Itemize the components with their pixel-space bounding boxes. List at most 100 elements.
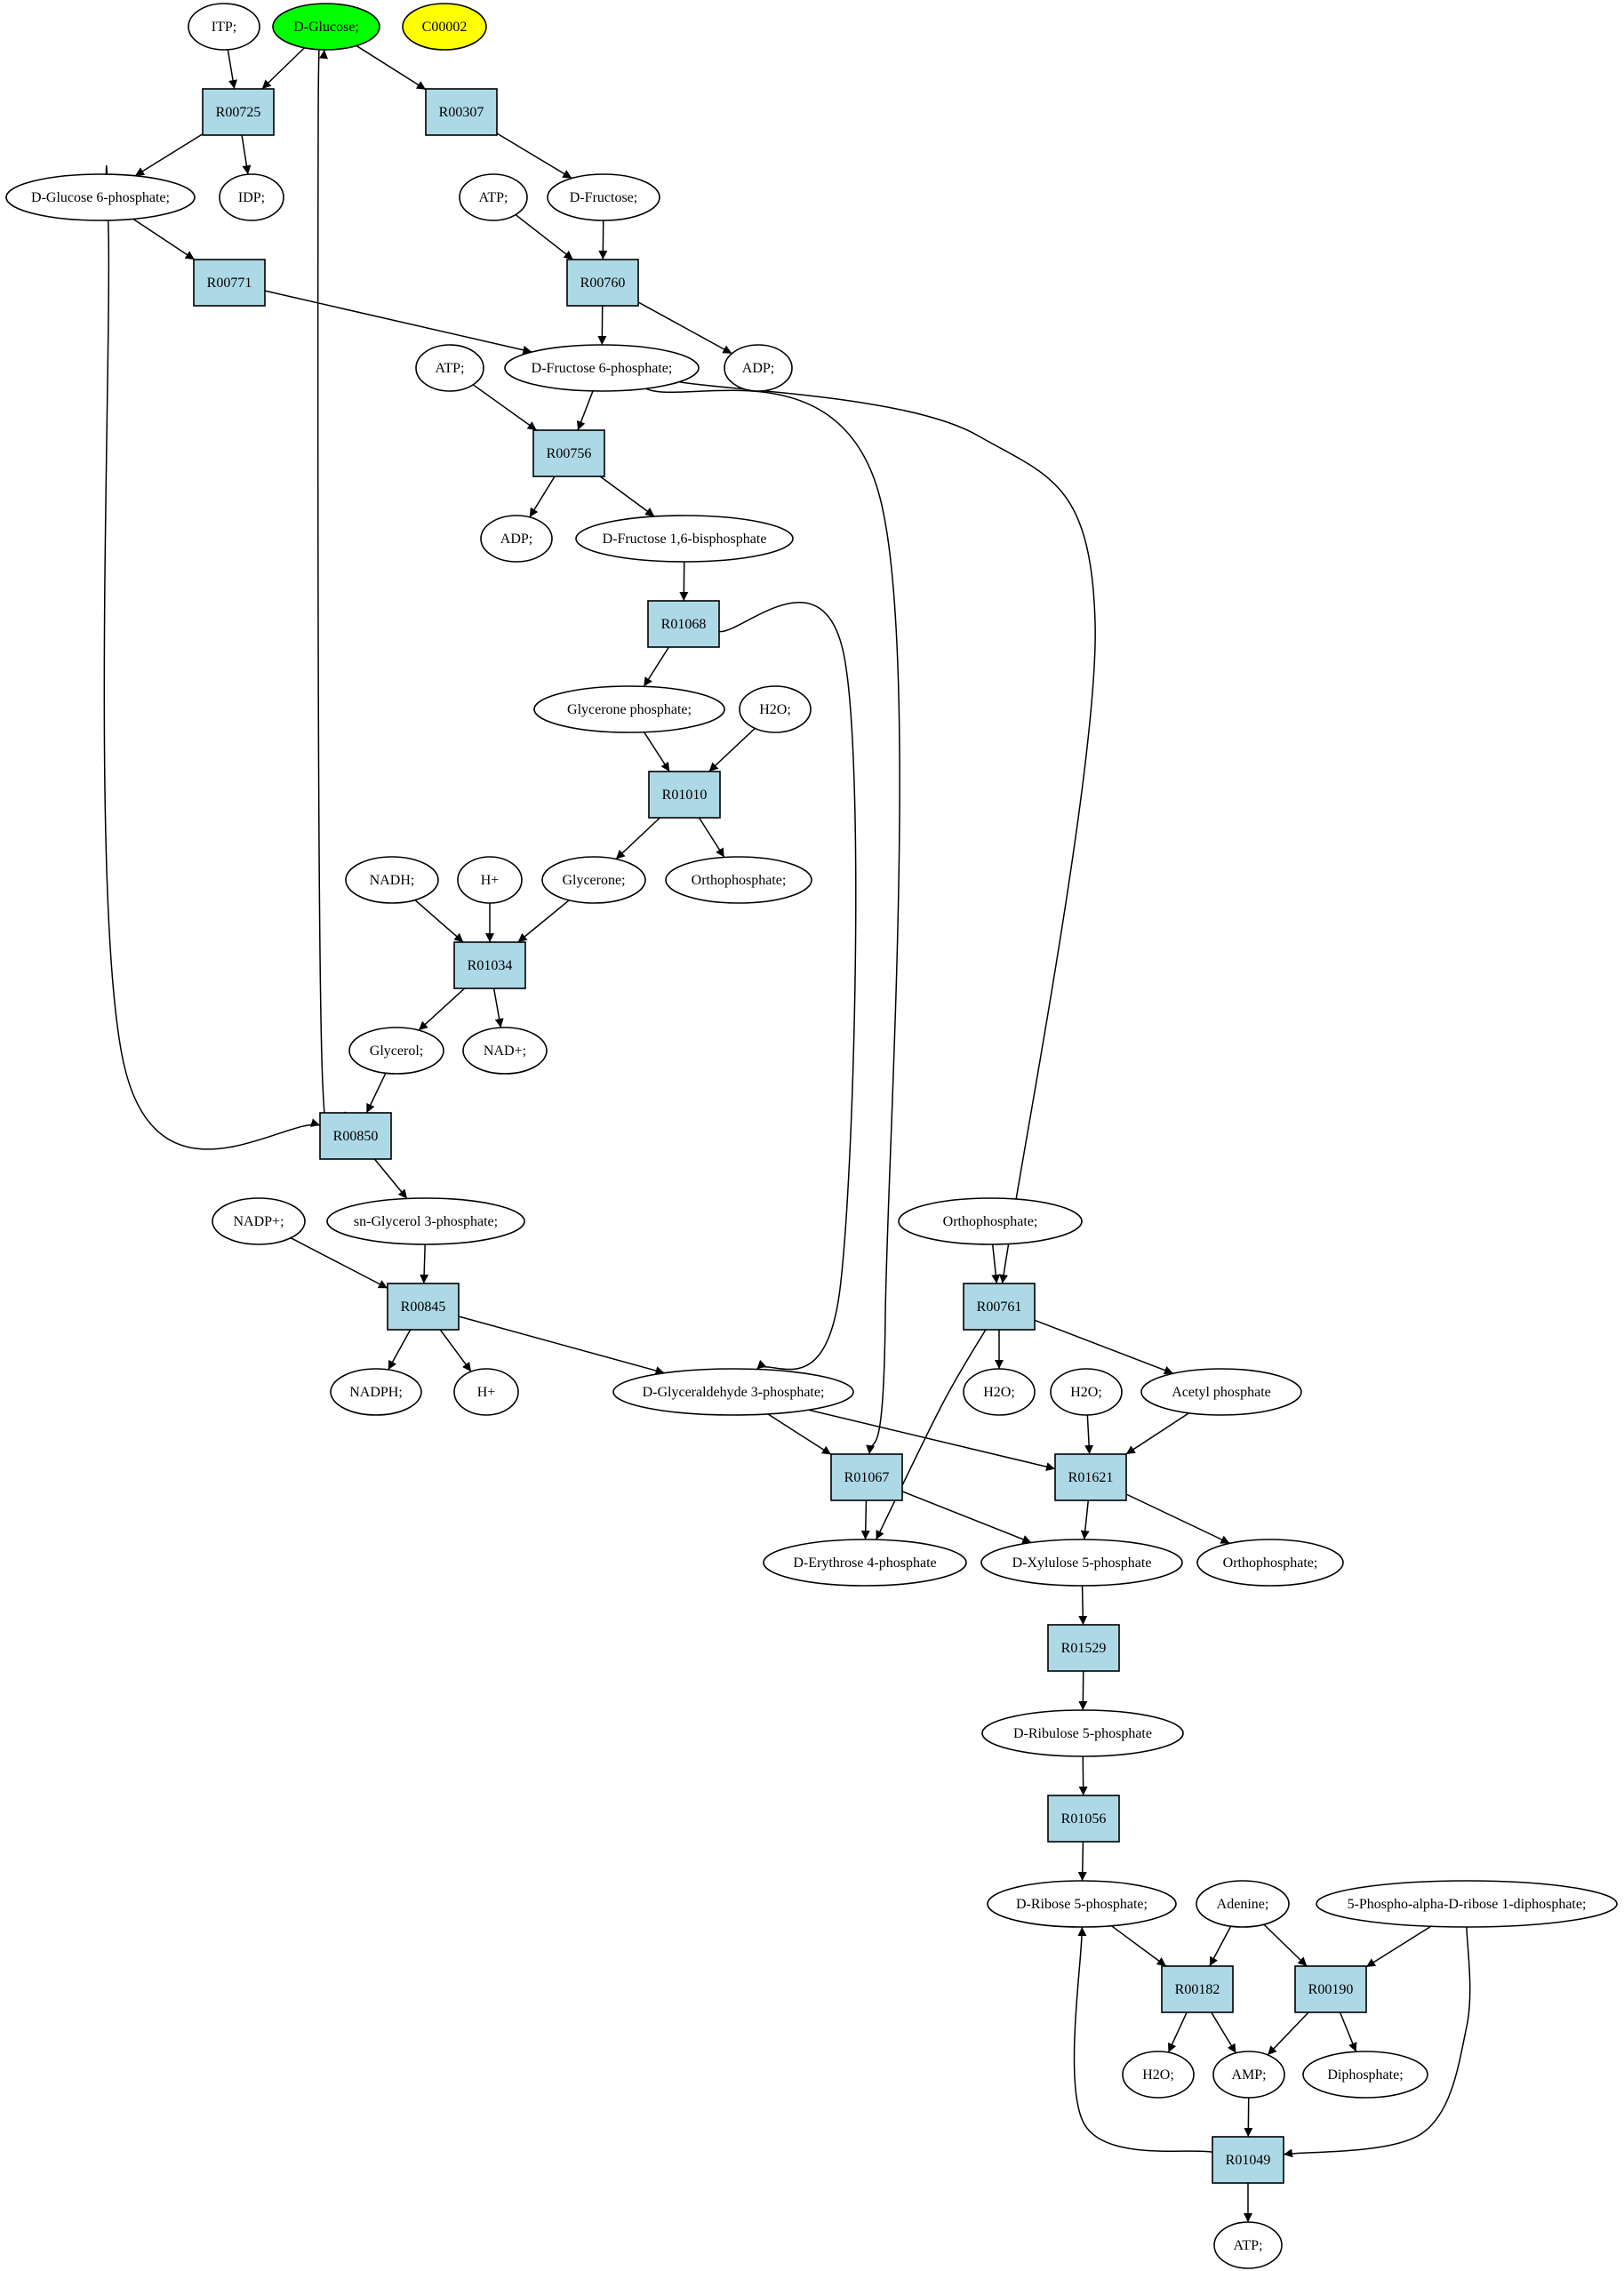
node-label: D-Xylulose 5-phosphate (1012, 1555, 1152, 1571)
compound-node-glycerol: Glycerol; (348, 1027, 444, 1075)
compound-ellipse (5, 173, 196, 221)
compound-node-h2o4: H2O; (1122, 2051, 1195, 2099)
edge-itp-to-r00725 (227, 49, 237, 90)
reaction-node-r01034: R01034 (453, 941, 526, 989)
compound-ellipse (724, 344, 793, 392)
edge-r00850-to-sng3p (373, 1158, 408, 1199)
node-label: D-Glucose 6-phosphate; (31, 190, 170, 205)
node-label: R01068 (661, 617, 707, 632)
reaction-node-r01049: R01049 (1212, 2136, 1284, 2184)
compound-node-h2o2: H2O; (963, 1368, 1036, 1416)
edge-r01068-to-glyceronep (643, 646, 670, 687)
edge-df6p-to-r00761 (678, 380, 1096, 1284)
node-label: R00771 (207, 276, 252, 291)
compound-ellipse (1196, 1880, 1290, 1928)
compound-node-dx5p: D-Xylulose 5-phosphate (980, 1539, 1183, 1587)
node-label: D-Fructose 6-phosphate; (532, 361, 673, 376)
reaction-node-r01067: R01067 (830, 1453, 903, 1501)
edge-r01067-to-dx5p (901, 1491, 1032, 1544)
reaction-box (963, 1283, 1036, 1331)
compound-node-itp: ITP; (188, 3, 260, 51)
edge-r00771-to-df6p (264, 290, 532, 355)
edge-adenine-to-r00182 (1209, 1925, 1232, 1967)
node-label: D-Erythrose 4-phosphate (793, 1555, 936, 1571)
edge-r01034-to-glycerol (418, 988, 466, 1031)
compound-node-amp: AMP; (1212, 2051, 1285, 2099)
node-label: ITP; (212, 20, 236, 35)
node-label: R01056 (1061, 1811, 1107, 1827)
node-label: D-Glucose; (293, 20, 359, 35)
compound-ellipse (665, 856, 812, 904)
edge-r00845-to-hplus2 (439, 1329, 472, 1372)
compound-node-diphosphate: Diphosphate; (1302, 2051, 1428, 2099)
node-label: Glycerone phosphate; (567, 702, 692, 717)
compound-node-acetylp: Acetyl phosphate (1140, 1368, 1302, 1416)
node-label: ADP; (500, 532, 532, 547)
compound-node-ortho3: Orthophosphate; (1196, 1539, 1344, 1587)
edge-r00845-to-nadph (388, 1329, 412, 1371)
compound-ellipse (1302, 2051, 1428, 2099)
reaction-box (1294, 1965, 1367, 2013)
compound-ellipse (1122, 2051, 1195, 2099)
reaction-node-r00850: R00850 (319, 1112, 392, 1160)
node-label: C00002 (422, 20, 468, 35)
edge-r00307-to-dfructose (496, 132, 572, 180)
edge-r00182-to-amp (1211, 2011, 1237, 2054)
edge-layer (103, 28, 1471, 2222)
compound-ellipse (981, 1709, 1184, 1757)
edge-df6p-to-r00756 (576, 390, 594, 431)
compound-node-nadpplus: NADP+; (212, 1197, 306, 1245)
edge-r00190-to-amp (1267, 2011, 1309, 2056)
reaction-box (648, 771, 721, 819)
edge-r00190-to-diphosphate (1339, 2011, 1357, 2052)
compound-node-prpp: 5-Phospho-alpha-D-ribose 1-diphosphate; (1316, 1880, 1618, 1928)
edge-r00845-to-dga3p (458, 1315, 665, 1375)
node-label: H+ (481, 873, 500, 888)
node-label: R01529 (1061, 1641, 1107, 1656)
compound-ellipse (898, 1197, 1083, 1245)
node-label: Orthophosphate; (692, 873, 787, 888)
compound-ellipse (326, 1197, 525, 1245)
node-label: H2O; (983, 1385, 1015, 1400)
edge-r01621-to-ortho3 (1125, 1493, 1230, 1545)
node-label: sn-Glycerol 3-phosphate; (354, 1214, 498, 1229)
reaction-node-r01068: R01068 (647, 600, 720, 648)
reaction-box (202, 88, 275, 136)
node-label: Glycerol; (370, 1044, 423, 1059)
edge-atp1-to-r00760 (515, 213, 574, 260)
node-label: R00760 (580, 276, 626, 291)
compound-node-adp2: ADP; (480, 515, 553, 563)
reaction-box (425, 88, 498, 136)
node-label: H2O; (1070, 1385, 1102, 1400)
node-label: D-Glyceraldehyde 3-phosphate; (643, 1385, 825, 1400)
compound-node-atp1: ATP; (459, 173, 528, 221)
node-label: ATP; (436, 361, 465, 376)
compound-ellipse (1140, 1368, 1302, 1416)
reaction-box (1054, 1453, 1127, 1501)
compound-ellipse (763, 1539, 967, 1587)
compound-ellipse (1212, 2051, 1285, 2099)
compound-node-h2o1: H2O; (739, 685, 812, 733)
edge-dglucose-to-r00725 (261, 47, 306, 90)
edge-r01621-to-dx5p (1080, 1499, 1090, 1540)
edge-r01010-to-ortho1 (698, 817, 725, 858)
node-label: R00725 (216, 105, 261, 120)
reaction-box (1047, 1795, 1120, 1843)
compound-ellipse (453, 1368, 519, 1416)
compound-node-dfructose: D-Fructose; (547, 173, 660, 221)
reaction-node-r00771: R00771 (193, 259, 266, 307)
edge-glycerone-to-r01034 (517, 900, 570, 943)
reaction-node-r00190: R00190 (1294, 1965, 1367, 2013)
compound-node-c00002: C00002 (402, 3, 487, 51)
edge-dg6p-to-r00771 (132, 218, 196, 260)
compound-node-glycerone: Glycerone; (541, 856, 646, 904)
reaction-box (830, 1453, 903, 1501)
compound-ellipse (547, 173, 660, 221)
node-label: NADP+; (233, 1214, 284, 1229)
edge-df6p-to-r01067 (645, 388, 900, 1455)
compound-node-idp: IDP; (219, 173, 284, 221)
node-label: R01621 (1068, 1470, 1114, 1485)
reaction-box (566, 259, 639, 307)
node-label: R01049 (1226, 2153, 1271, 2168)
edge-glyceronep-to-r01010 (643, 732, 670, 772)
